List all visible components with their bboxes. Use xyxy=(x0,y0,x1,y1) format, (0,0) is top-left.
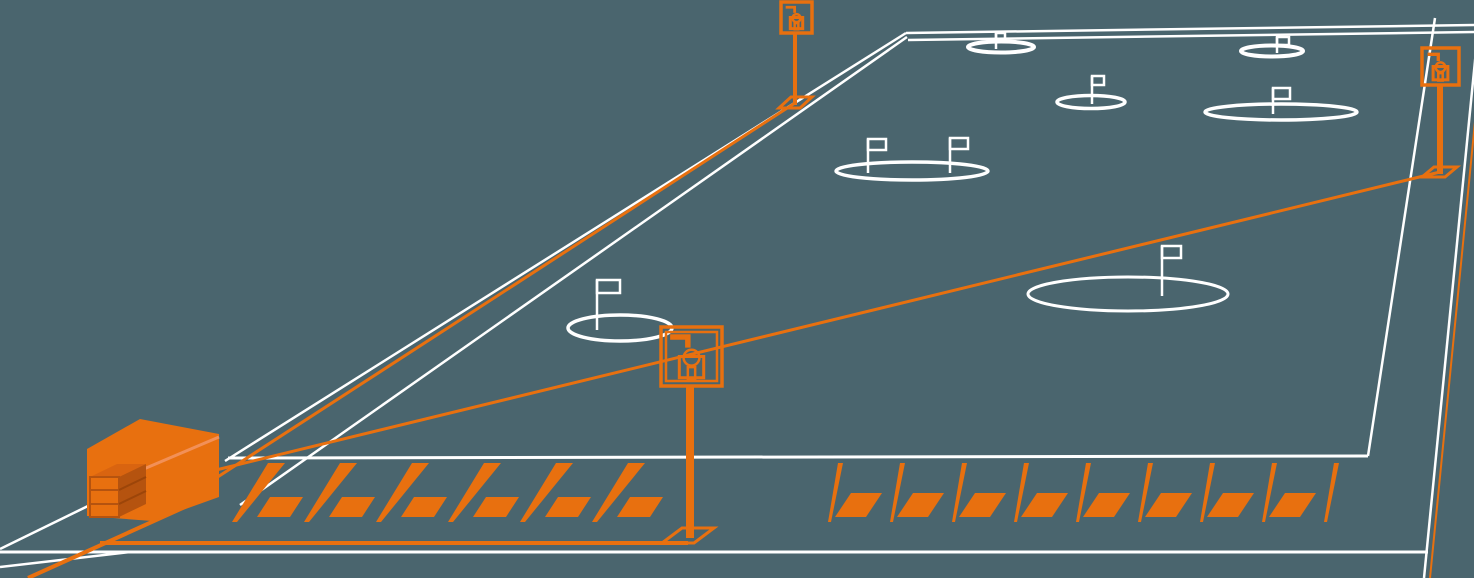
flag-banner xyxy=(1090,74,1106,87)
flag-banner xyxy=(595,278,622,295)
camera-corner-mark xyxy=(670,334,691,348)
target-flag-icon xyxy=(948,136,970,173)
perspective-ray-1 xyxy=(0,504,89,551)
camera-top xyxy=(775,0,816,110)
green-ellipse xyxy=(1203,102,1359,122)
tee-mat xyxy=(329,497,375,517)
cable-to-top-camera xyxy=(212,101,796,482)
field-top-edge-outer xyxy=(905,23,1474,35)
target-flag-icon xyxy=(595,278,622,330)
camera-base xyxy=(775,95,816,110)
tee-mat xyxy=(473,497,519,517)
stack-top-face xyxy=(90,464,146,477)
target-flag-icon xyxy=(1090,74,1106,104)
tee-divider xyxy=(952,463,967,522)
target-green-2 xyxy=(1239,35,1305,59)
tee-mat xyxy=(1269,493,1316,517)
green-ellipse xyxy=(1239,43,1305,59)
camera-frame xyxy=(779,0,814,35)
cable-to-right-camera xyxy=(215,170,1441,472)
camera-lens-icon xyxy=(686,365,697,381)
tee-divider xyxy=(1076,463,1091,522)
target-flag-icon xyxy=(1160,244,1183,296)
target-flag-icon xyxy=(866,137,888,173)
ground-right-edge-shadow xyxy=(1429,121,1474,578)
tee-mat xyxy=(959,493,1006,517)
tee-mat xyxy=(545,497,591,517)
flag-banner xyxy=(866,137,888,152)
server-stack xyxy=(89,464,147,518)
flag-banner xyxy=(1160,244,1183,260)
flag-banner xyxy=(994,31,1007,42)
flag-banner xyxy=(1271,86,1292,101)
stack-front-face xyxy=(89,476,120,518)
ground-right-edge xyxy=(1422,58,1474,578)
green-ellipse xyxy=(834,160,990,182)
camera-right xyxy=(1417,46,1462,179)
camera-frame xyxy=(659,325,724,388)
tee-divider xyxy=(304,463,357,522)
tee-mat xyxy=(1021,493,1068,517)
target-flag-icon xyxy=(994,31,1007,49)
target-green-1 xyxy=(966,31,1036,55)
camera-lens-icon xyxy=(793,21,800,31)
field-bottom-edge xyxy=(227,454,1369,460)
tee-mat xyxy=(1207,493,1254,517)
camera-mid xyxy=(657,325,724,545)
tee-divider xyxy=(232,463,285,522)
tee-mat xyxy=(401,497,447,517)
target-green-3 xyxy=(1055,74,1127,111)
tee-divider xyxy=(376,463,429,522)
camera-base xyxy=(657,526,719,545)
green-ellipse xyxy=(1026,275,1230,313)
tee-line-left xyxy=(232,463,663,522)
field-top-edge-inner xyxy=(907,30,1474,42)
camera-base xyxy=(1417,165,1462,179)
tee-divider xyxy=(890,463,905,522)
tee-mat xyxy=(617,497,663,517)
stack-right-division xyxy=(118,490,147,505)
tee-mat xyxy=(835,493,882,517)
tee-divider xyxy=(1262,463,1277,522)
camera-frame-inner xyxy=(664,330,719,383)
tee-divider xyxy=(592,463,645,522)
target-green-7 xyxy=(1026,244,1230,313)
tee-mat xyxy=(1083,493,1130,517)
tee-divider xyxy=(1014,463,1029,522)
tee-line-right xyxy=(828,463,1339,522)
camera-frame xyxy=(1420,46,1461,87)
stack-right-division xyxy=(118,476,147,491)
target-flag-icon xyxy=(1275,35,1291,53)
flag-banner xyxy=(948,136,970,151)
tee-divider xyxy=(1138,463,1153,522)
range-building xyxy=(87,419,220,521)
green-ellipse xyxy=(966,39,1036,55)
tee-divider xyxy=(828,463,843,522)
field-left-edge-inner xyxy=(239,35,908,507)
tee-mat xyxy=(897,493,944,517)
tee-divider xyxy=(448,463,501,522)
target-green-4 xyxy=(1203,86,1359,122)
camera-corner-mark xyxy=(785,5,797,13)
field-right-edge xyxy=(1366,17,1437,457)
camera-corner-mark xyxy=(1427,52,1440,61)
tee-mat xyxy=(257,497,303,517)
flag-banner xyxy=(1275,35,1291,47)
stack-right-face xyxy=(119,464,146,517)
target-flag-icon xyxy=(1271,86,1292,114)
tee-divider xyxy=(1200,463,1215,522)
tee-mat xyxy=(1145,493,1192,517)
tee-divider xyxy=(520,463,573,522)
target-green-5 xyxy=(834,136,990,182)
camera-lens-icon xyxy=(1437,71,1444,82)
tee-divider xyxy=(1324,463,1339,522)
